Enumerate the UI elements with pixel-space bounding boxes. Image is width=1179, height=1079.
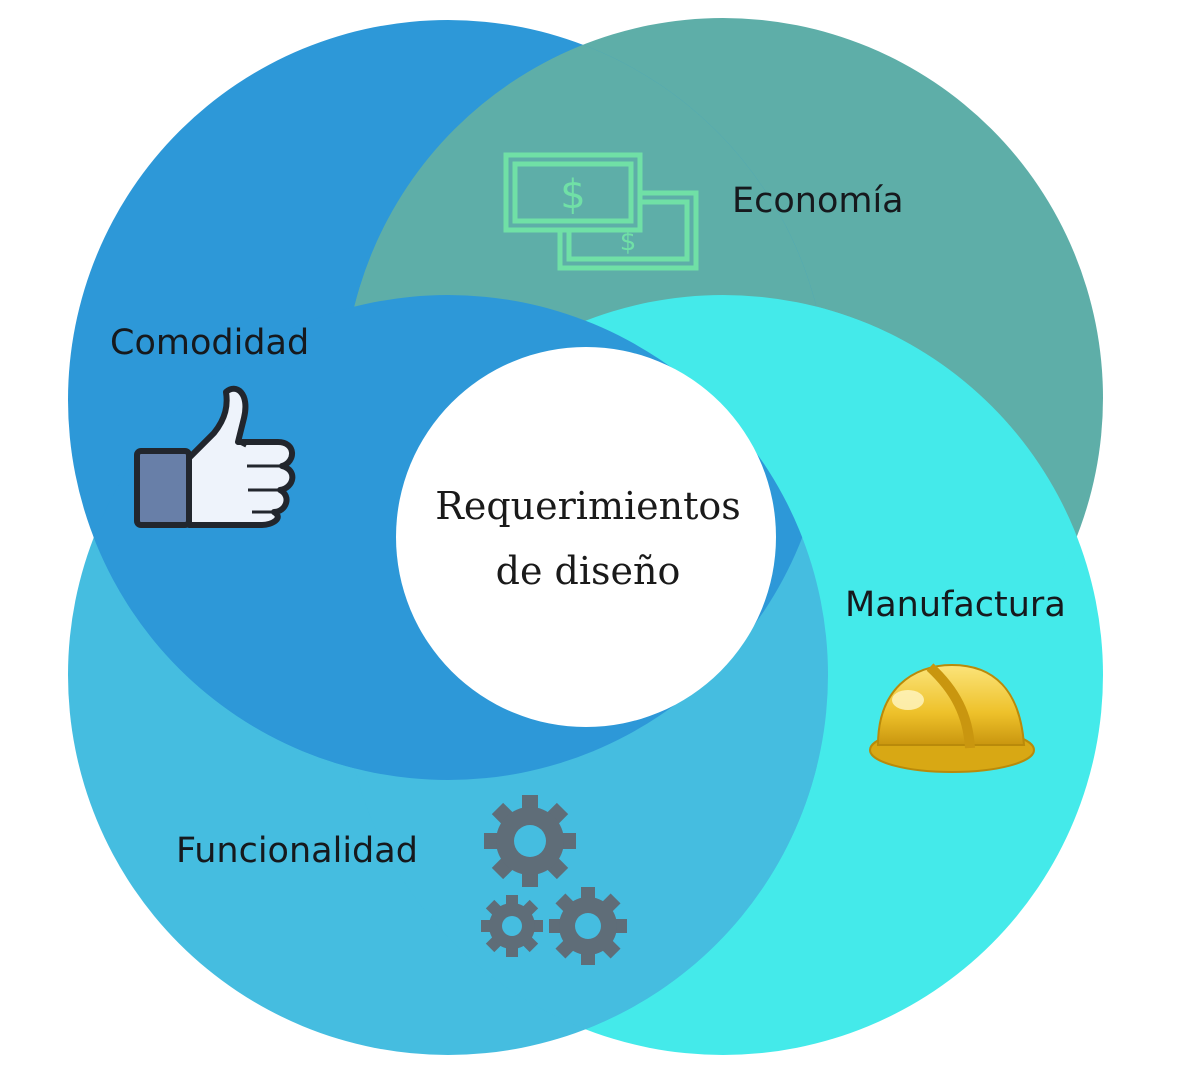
center-title-line1: Requerimientos — [435, 484, 741, 528]
label-funcionalidad: Funcionalidad — [176, 831, 418, 871]
money-bills-icon: $ $ — [503, 152, 699, 271]
svg-text:$: $ — [620, 227, 637, 257]
thumbs-up-icon — [134, 385, 296, 528]
center-circle — [396, 347, 776, 727]
svg-text:$: $ — [560, 172, 585, 218]
center-title-line2: de diseño — [496, 549, 681, 593]
label-comodidad: Comodidad — [110, 323, 309, 363]
hard-hat-icon — [869, 663, 1035, 773]
label-manufactura: Manufactura — [845, 585, 1066, 625]
label-economia: Economía — [732, 181, 904, 221]
